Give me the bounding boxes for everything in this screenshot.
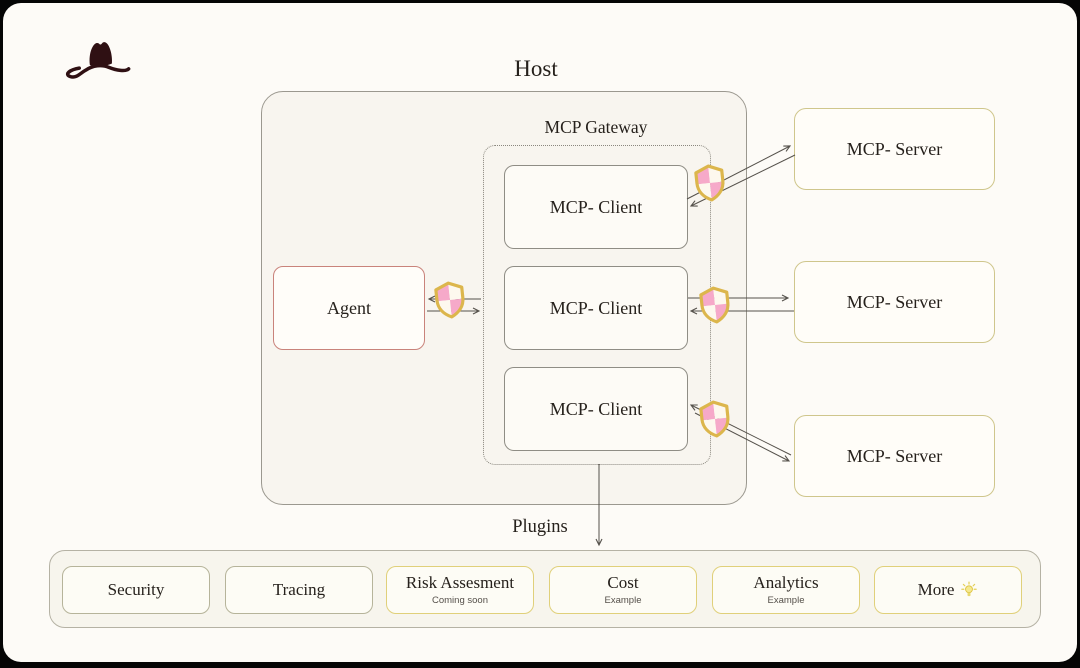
mcp-server-label: MCP- Server (846, 445, 943, 466)
cowboy-hat-logo[interactable] (61, 33, 137, 85)
plugin-button-analytics[interactable]: Analytics Example (712, 566, 860, 614)
shield-icon (695, 283, 735, 327)
mcp-client-node-2: MCP- Client (504, 266, 688, 350)
mcp-client-label: MCP- Client (549, 398, 643, 419)
plugin-sublabel: Example (604, 594, 642, 606)
hat-brim (65, 63, 131, 79)
mcp-server-node-3: MCP- Server (794, 415, 995, 497)
plugin-label: Security (107, 579, 165, 599)
plugin-button-risk-assesment[interactable]: Risk Assesment Coming soon (386, 566, 534, 614)
hat-crown (89, 42, 113, 67)
plugin-label: More (917, 579, 955, 599)
mcp-gateway-label: MCP Gateway (544, 117, 648, 137)
mcp-server-node-1: MCP- Server (794, 108, 995, 190)
shield-icon (695, 397, 735, 441)
plugin-label: Tracing (272, 579, 326, 599)
host-title: Host (514, 56, 558, 81)
lightbulb-icon (961, 581, 978, 597)
plugin-label: Cost (607, 573, 639, 593)
plugin-sublabel: Example (767, 594, 805, 606)
plugin-label: Analytics (753, 573, 819, 593)
plugin-sublabel: Coming soon (432, 594, 488, 606)
shield-icon (690, 161, 730, 205)
mcp-client-label: MCP- Client (549, 297, 643, 318)
mcp-client-node-1: MCP- Client (504, 165, 688, 249)
plugin-button-security[interactable]: Security (62, 566, 210, 614)
agent-node: Agent (273, 266, 425, 350)
mcp-server-label: MCP- Server (846, 291, 943, 312)
diagram-canvas: Host MCP Gateway Agent MCP- Client MCP- … (3, 3, 1077, 662)
plugins-label: Plugins (512, 517, 568, 537)
plugin-label: Risk Assesment (405, 573, 515, 593)
agent-label: Agent (327, 297, 371, 318)
plugin-button-tracing[interactable]: Tracing (225, 566, 373, 614)
mcp-server-node-2: MCP- Server (794, 261, 995, 343)
mcp-server-label: MCP- Server (846, 138, 943, 159)
shield-icon (430, 278, 470, 322)
mcp-client-node-3: MCP- Client (504, 367, 688, 451)
mcp-client-label: MCP- Client (549, 196, 643, 217)
plugin-button-cost[interactable]: Cost Example (549, 566, 697, 614)
plugin-button-more[interactable]: More (874, 566, 1022, 614)
